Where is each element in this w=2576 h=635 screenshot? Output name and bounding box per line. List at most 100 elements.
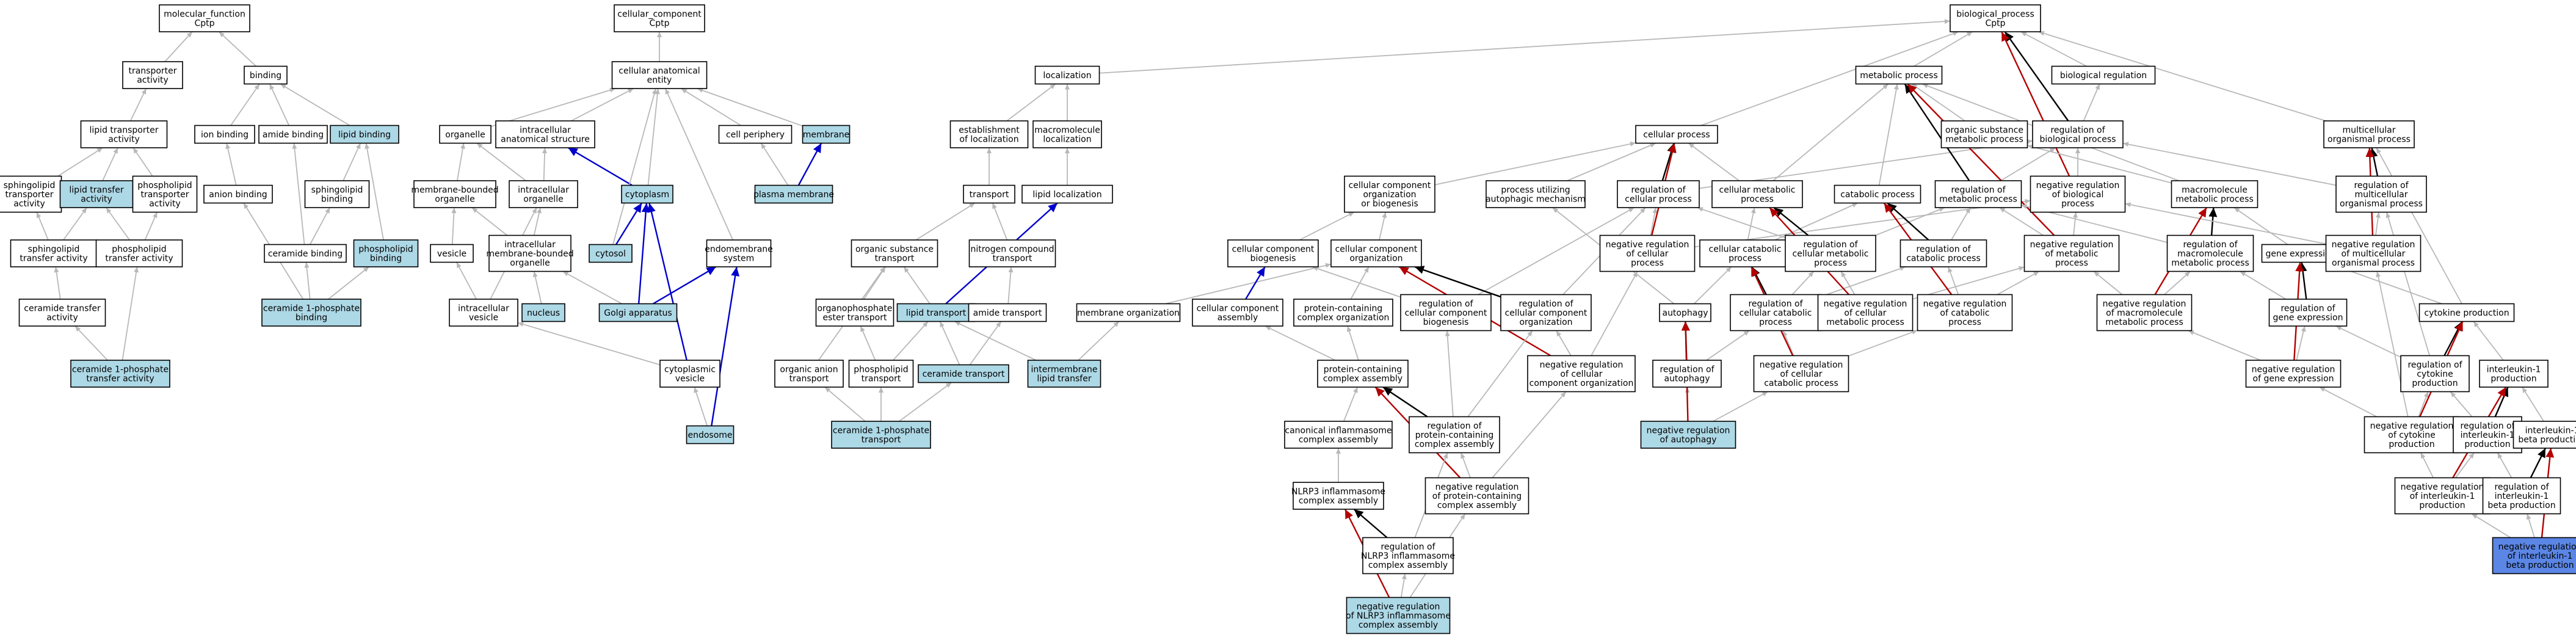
go-term-label-line: gene expression	[2266, 249, 2336, 259]
go-term-label-line: interleukin-1	[2461, 430, 2515, 440]
go-term-box	[1785, 234, 1876, 272]
go-term-box	[1192, 299, 1283, 327]
go-term-box	[244, 65, 288, 85]
gray-relation-edge	[2420, 452, 2434, 478]
gray-relation-edge	[1914, 31, 1973, 67]
gray-relation-edge	[269, 84, 290, 126]
gray-relation-edge	[1747, 207, 1756, 241]
go-term-label-line: intracellular	[518, 186, 569, 195]
go-term-label-line: intracellular	[504, 240, 556, 250]
go-term-label-line: process	[2055, 258, 2088, 268]
gray-relation-edge	[1467, 330, 1533, 418]
go-term-box	[2166, 234, 2254, 272]
go-term-box	[598, 303, 678, 322]
go-term-label-line: biological regulation	[2060, 71, 2147, 81]
go-term-label-line: assembly	[1217, 313, 1258, 323]
gray-relation-edge	[280, 83, 350, 126]
go-term-box	[264, 244, 347, 263]
go-term-box	[718, 125, 793, 144]
go-term-label: anion binding	[209, 190, 267, 200]
go-term-box	[70, 360, 170, 388]
go-term-label-line: organic substance	[1945, 126, 2023, 136]
go-term-box	[1934, 180, 2022, 208]
go-term-label: transport	[970, 190, 1009, 200]
gray-relation-edge	[63, 207, 87, 241]
go-term-label-line: of multicellular	[2342, 249, 2406, 259]
go-term-label-line: macromolecule	[2177, 249, 2243, 259]
gray-relation-edge	[132, 147, 153, 177]
go-term-box	[2323, 120, 2415, 148]
go-term-box	[1021, 184, 1113, 204]
go-term-node: cytoplasm	[621, 184, 673, 204]
go-term-label-line: entity	[647, 76, 672, 85]
gray-relation-edge	[647, 88, 660, 186]
go-term-label-line: membrane organization	[1077, 308, 1180, 318]
gray-relation-edge	[1997, 270, 2040, 296]
gray-relation-edge	[824, 386, 866, 422]
go-term-label-line: lipid transfer	[69, 186, 123, 195]
go-term-node: cellular process	[1635, 125, 1718, 144]
go-term-label-line: transport	[993, 254, 1032, 264]
go-term-label-line: cytoplasm	[625, 190, 669, 200]
go-term-node: cytokine production	[2418, 303, 2515, 322]
go-term-label-line: of gene expression	[2253, 374, 2334, 384]
go-term-label-line: lipid localization	[1032, 190, 1101, 200]
go-term-label-line: cellular component	[1335, 245, 1418, 255]
go-term-box	[1753, 355, 1849, 393]
go-term-label-line: cellular process	[1625, 195, 1691, 205]
go-term-label-line: regulation of	[2460, 421, 2515, 431]
go-term-label: nucleus	[527, 308, 560, 318]
go-term-label-line: NLRP3 inflammasome	[1291, 487, 1385, 497]
go-term-label-line: cellular component	[1197, 304, 1279, 314]
go-term-node: amide binding	[258, 125, 328, 144]
go-term-box	[1227, 239, 1319, 267]
gray-relation-edge	[225, 143, 237, 186]
go-term-label-line: regulation of	[1518, 299, 1573, 309]
go-term-label-line: cellular component	[1232, 245, 1315, 255]
gray-relation-edge	[309, 207, 330, 245]
go-term-label-line: regulation of	[1916, 245, 1971, 255]
go-term-label-line: of cellular	[1560, 369, 1602, 379]
gray-relation-edge	[1312, 266, 1401, 298]
red-relation-edge	[1907, 83, 2055, 236]
gray-relation-edge	[2083, 84, 2100, 122]
gray-relation-edge	[2233, 207, 2288, 245]
go-term-box	[203, 184, 273, 204]
gray-relation-edge	[2418, 391, 2429, 417]
go-term-box	[1940, 120, 2028, 148]
go-term-box	[1362, 537, 1454, 575]
go-term-label: lipid localization	[1032, 190, 1101, 200]
gray-relation-edge	[1948, 266, 1959, 295]
